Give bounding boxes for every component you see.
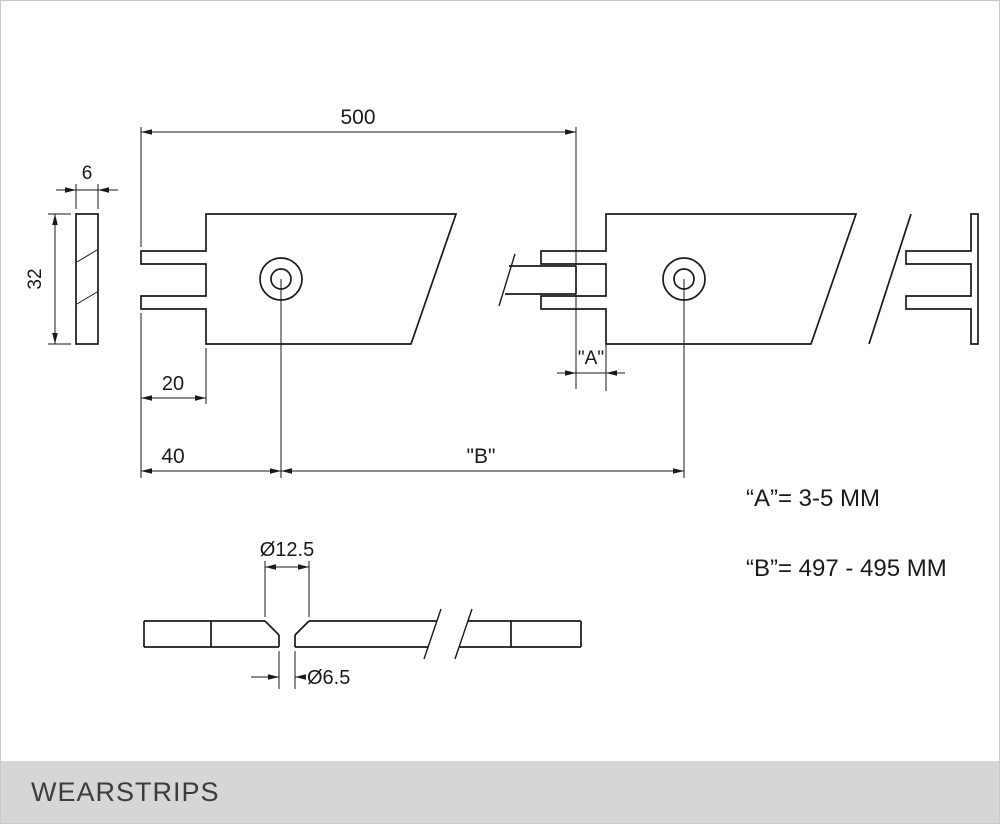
dim-countersink-dia: Ø12.5 bbox=[260, 539, 314, 617]
top-view bbox=[75, 213, 979, 345]
end-view-edge-tick bbox=[76, 249, 98, 263]
dim-500: 500 bbox=[140, 106, 577, 389]
dim-6: 6 bbox=[56, 163, 118, 209]
break-line-right bbox=[868, 213, 912, 345]
dim-20-label: 20 bbox=[162, 373, 184, 395]
dim-40: 40 bbox=[140, 279, 282, 478]
dim-32: 32 bbox=[25, 213, 71, 345]
footer-bar: WEARSTRIPS bbox=[1, 761, 999, 823]
end-view-body bbox=[75, 213, 99, 345]
dim-500-label: 500 bbox=[340, 106, 375, 129]
dim-hole-dia: Ø6.5 bbox=[251, 651, 350, 689]
dim-6-label: 6 bbox=[82, 163, 93, 184]
dim-countersink-dia-label: Ø12.5 bbox=[260, 539, 314, 561]
dimensions-top-view: 500 6 32 20 bbox=[25, 106, 685, 478]
dim-40-label: 40 bbox=[161, 445, 184, 468]
section-view: Ø12.5 Ø6.5 bbox=[143, 539, 582, 689]
tongue-break-line bbox=[498, 253, 516, 307]
technical-drawing: 500 6 32 20 bbox=[25, 106, 979, 689]
dim-32-label: 32 bbox=[25, 268, 46, 289]
notes: “A”= 3-5 MM “B”= 497 - 495 MM bbox=[746, 485, 947, 582]
strip-plate-2-outline bbox=[540, 213, 858, 345]
strip-plate-3-outline bbox=[905, 213, 979, 345]
page-title: WEARSTRIPS bbox=[31, 776, 220, 807]
countersink-profile bbox=[264, 620, 310, 647]
end-view-edge-tick bbox=[76, 291, 98, 305]
note-span-b: “B”= 497 - 495 MM bbox=[746, 555, 947, 582]
dim-B-label: "B" bbox=[467, 445, 496, 468]
dim-B: "B" bbox=[281, 279, 685, 478]
note-gap-a: “A”= 3-5 MM bbox=[746, 485, 880, 512]
strip-section-outline bbox=[143, 620, 582, 648]
section-break-lines bbox=[423, 608, 473, 660]
strip-plate-1-outline bbox=[140, 213, 458, 345]
strip-end-view bbox=[75, 213, 99, 345]
dim-hole-dia-label: Ø6.5 bbox=[307, 667, 350, 689]
dim-A: "A" bbox=[557, 313, 625, 391]
tongue-joint bbox=[498, 253, 577, 307]
dim-20: 20 bbox=[141, 348, 207, 404]
dim-A-label: "A" bbox=[578, 348, 604, 369]
